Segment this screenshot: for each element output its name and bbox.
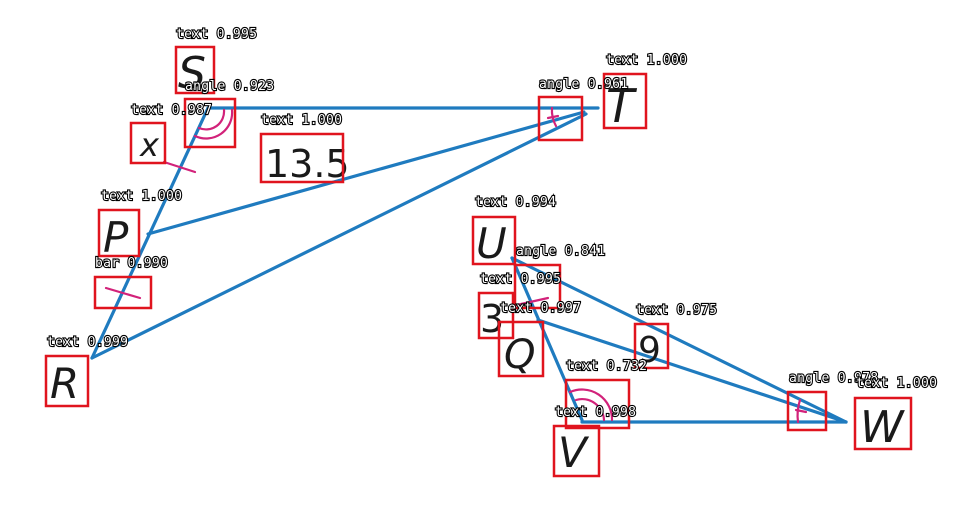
detection-box-x	[129, 121, 167, 165]
detection-box-angle-W	[786, 390, 828, 432]
detection-label-angle-U: angle 0.841	[516, 244, 605, 259]
tick-U-Q	[510, 296, 550, 308]
detection-label-13-5: text 1.000	[261, 113, 342, 128]
tick-S-P	[162, 160, 197, 174]
detection-boxes	[44, 45, 913, 478]
point-label-T: T	[606, 79, 638, 133]
segment-P-T	[146, 110, 586, 236]
detection-box-V	[552, 424, 601, 478]
angle-tick-W	[794, 408, 808, 414]
detection-box-angle-V	[564, 378, 631, 430]
detection-box-angle-U	[513, 263, 562, 310]
detection-box-R	[44, 354, 90, 408]
angle-arc-S-inner	[197, 108, 226, 131]
detection-label-R: text 0.999	[47, 335, 128, 350]
point-label-V: V	[558, 428, 590, 477]
angle-arc-S-outer	[193, 108, 234, 140]
detection-box-S	[174, 45, 216, 95]
detection-label-bar: bar 0.990	[95, 256, 168, 271]
detection-labels: text 0.995 angle 0.923 text 0.987 text 1…	[46, 26, 938, 421]
detection-label-angle-V: text 0.732	[566, 359, 647, 374]
left-figure	[90, 106, 600, 360]
detection-label-9: text 0.975	[636, 303, 717, 318]
point-label-W: W	[860, 402, 905, 453]
detection-box-13-5	[259, 132, 345, 184]
point-label-S: S	[178, 48, 206, 99]
detection-label-P: text 1.000	[101, 189, 182, 204]
detection-label-x: text 0.987	[131, 103, 212, 118]
detection-label-V: text 0.998	[555, 405, 636, 420]
detection-box-angle-S	[183, 97, 237, 149]
detection-label-angle-W: angle 0.978	[789, 371, 878, 386]
length-label-13-5: 13.5	[265, 142, 350, 186]
detection-label-3: text 0.995	[480, 272, 561, 287]
detection-label-S: text 0.995	[176, 27, 257, 42]
point-label-U: U	[476, 219, 507, 268]
right-figure	[510, 256, 848, 424]
detection-label-T: text 1.000	[606, 53, 687, 68]
tick-P-R	[104, 286, 142, 300]
glyphs: S x 13.5 T P R U 3 Q 9 V W	[50, 48, 905, 477]
detection-box-bar	[93, 275, 153, 310]
detection-label-W: text 1.000	[856, 376, 937, 391]
point-label-Q: Q	[504, 332, 535, 378]
detection-label-U: text 0.994	[475, 195, 556, 210]
segment-Q-W	[536, 318, 848, 424]
length-label-9: 9	[638, 330, 661, 371]
detection-label-angle-S: angle 0.923	[185, 79, 274, 94]
detection-box-9	[633, 322, 670, 370]
detection-box-W	[853, 396, 913, 451]
detection-box-Q	[497, 320, 545, 378]
angle-tick-T	[546, 114, 560, 120]
detection-label-angle-T: angle 0.961	[539, 77, 628, 92]
point-label-P: P	[103, 213, 129, 262]
angle-arc-V-outer	[568, 388, 614, 422]
detection-box-P	[97, 208, 141, 258]
label-x: x	[139, 126, 160, 164]
detection-box-angle-T	[537, 95, 584, 142]
detection-box-3	[477, 291, 515, 340]
angle-arc-V-inner	[574, 398, 606, 422]
detection-box-U	[471, 215, 517, 266]
point-label-R: R	[50, 359, 79, 408]
segment-U-W	[510, 256, 848, 424]
detection-box-T	[602, 72, 648, 130]
segment-R-T	[90, 112, 588, 360]
detection-label-Q: text 0.997	[500, 301, 581, 316]
